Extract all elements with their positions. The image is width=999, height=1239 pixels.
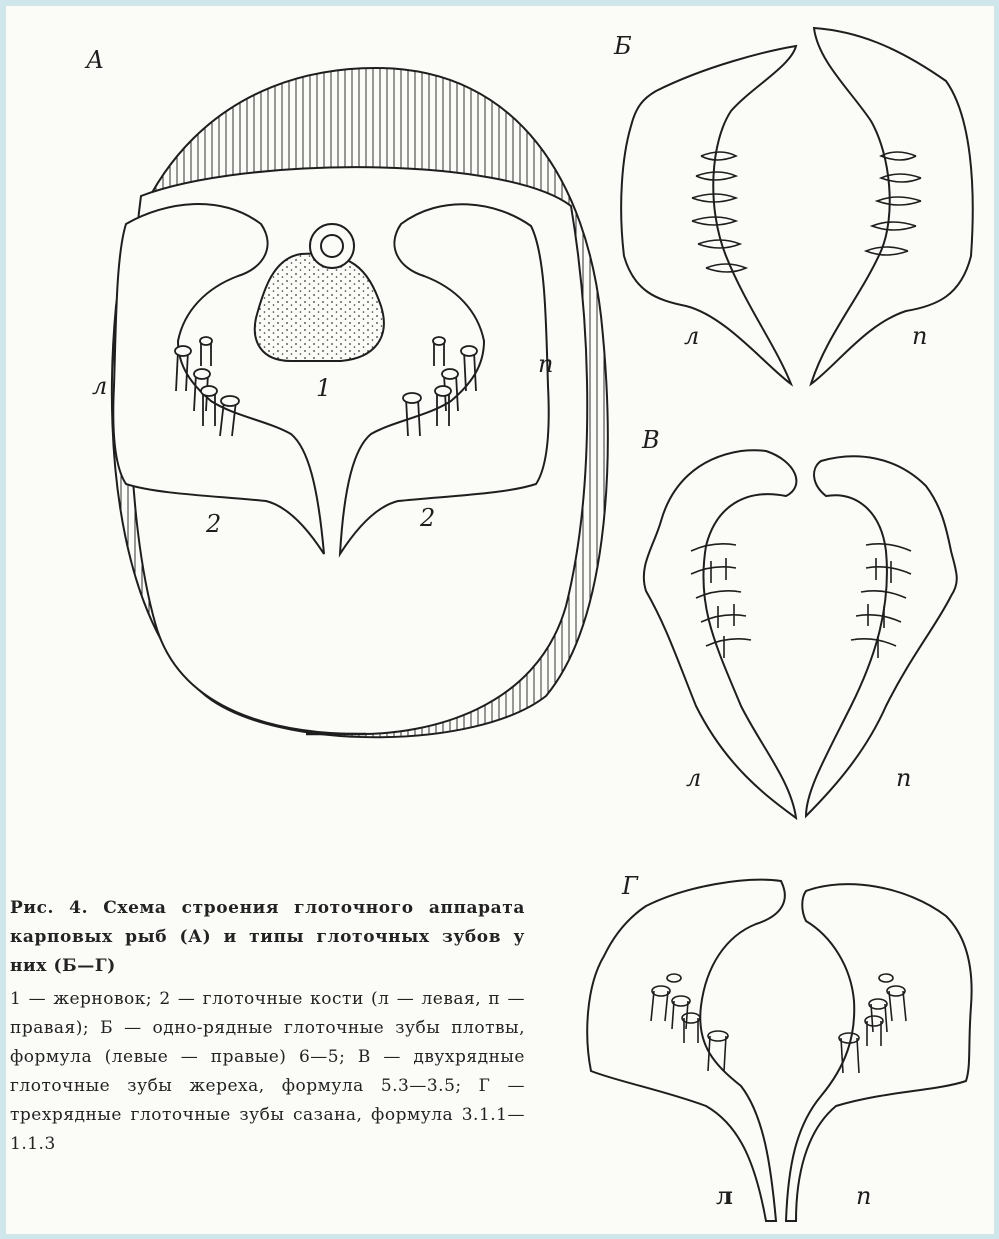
- v-left-bone: [644, 450, 797, 818]
- v-right-bone: [806, 456, 957, 816]
- v-right-side-label: п: [896, 766, 911, 790]
- figure-caption: Рис. 4. Схема строения глоточного аппара…: [10, 894, 525, 1159]
- v-left-side-label: л: [686, 766, 701, 790]
- esophagus-ring-outer: [310, 224, 354, 268]
- panel-a-diagram: [112, 68, 608, 737]
- a-left-side-label: л: [92, 374, 107, 398]
- panel-v-diagram: [644, 450, 957, 818]
- g-left-side-label: л: [716, 1184, 733, 1208]
- a-part-1-label: 1: [316, 376, 331, 400]
- b-right-bone: [811, 28, 973, 384]
- b-right-side-label: п: [912, 324, 927, 348]
- g-right-side-label: п: [856, 1184, 871, 1208]
- g-right-bone: [786, 884, 972, 1221]
- panel-g-label: Г: [622, 874, 638, 898]
- a-part-2-left-label: 2: [206, 512, 221, 536]
- panel-b-label: Б: [614, 34, 632, 58]
- caption-body: 1 — жерновок; 2 — глоточные кости (л — л…: [10, 985, 525, 1159]
- g-left-bone: [587, 880, 785, 1221]
- panel-v-label: В: [642, 428, 660, 452]
- a-part-2-right-label: 2: [420, 506, 435, 530]
- figure-sheet: А Б В Г л п 1 2 2 л п л п л п Рис. 4. Сх…: [6, 6, 994, 1234]
- panel-a-label: А: [86, 48, 104, 72]
- b-left-bone: [621, 46, 796, 384]
- panel-g-diagram: [587, 880, 971, 1221]
- b-left-side-label: л: [684, 324, 699, 348]
- caption-title: Рис. 4. Схема строения глоточного аппара…: [10, 894, 525, 981]
- a-right-side-label: п: [538, 352, 553, 376]
